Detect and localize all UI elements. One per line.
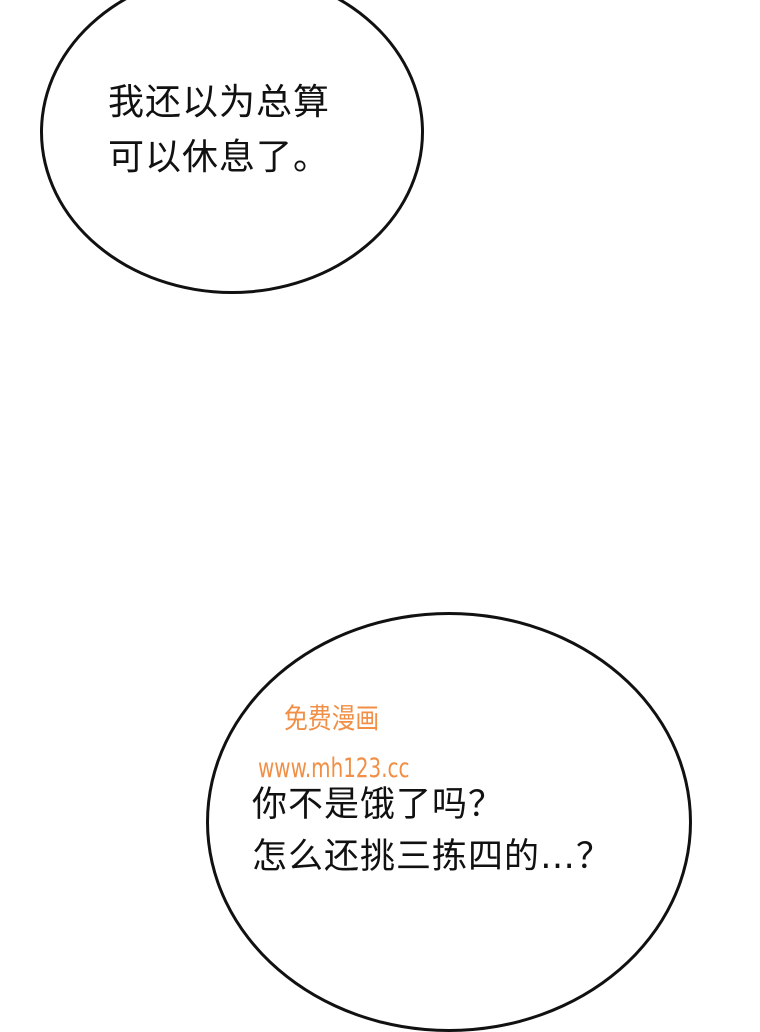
comic-panel: 我还以为总算 可以休息了。 免费漫画 www.mh123.cc 你不是饿了吗？ …	[40, 0, 692, 1032]
watermark-title: 免费漫画	[284, 702, 380, 735]
speech-text-top-line-2: 可以休息了。	[108, 137, 331, 178]
watermark-url: www.mh123.cc	[258, 753, 410, 784]
speech-bubble-top	[40, 0, 424, 294]
speech-text-bottom-line-1: 你不是饿了吗？	[252, 785, 505, 825]
speech-text-top-line-1: 我还以为总算	[108, 82, 331, 123]
speech-text-bottom-line-2: 怎么还挑三拣四的…？	[252, 837, 613, 877]
